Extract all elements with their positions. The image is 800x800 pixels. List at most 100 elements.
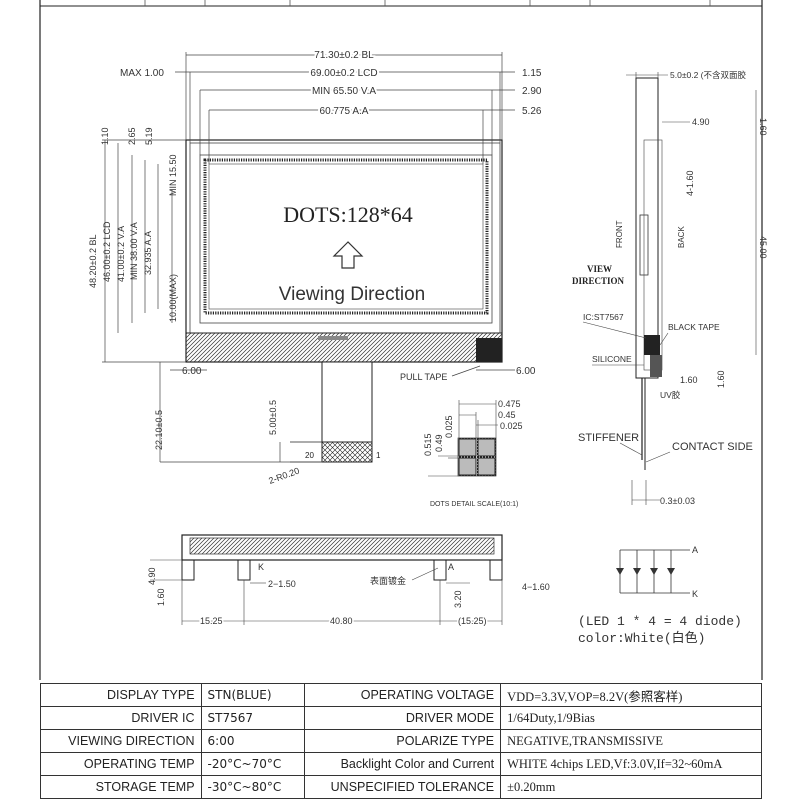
dimension-label: color:White(白色) [578, 630, 705, 646]
dimension-label: MIN 65.50 V.A [312, 86, 376, 97]
dimension-label: CONTACT SIDE [672, 441, 753, 453]
front-view: DOTS:128*64 Viewing Direction [185, 139, 503, 363]
dots-label: DOTS:128*64 [283, 202, 413, 227]
dimension-label: 5.26 [522, 106, 542, 117]
dimension-label: 表面镀金 [370, 575, 406, 586]
dimension-label: 5.19 [144, 127, 154, 145]
dimension-label: A [448, 562, 454, 572]
dimension-label: 0.45 [498, 410, 516, 420]
dimension-label: SILICONE [592, 354, 632, 364]
bottom-view: 4.90 1.60 K 2−1.50 表面镀金 A 3.20 4−1.60 15… [147, 534, 550, 628]
dimension-label: 1.60 [758, 118, 768, 136]
spec-value: VDD=3.3V,VOP=8.2V(参照客样) [500, 683, 762, 707]
led-diode-icon [616, 568, 624, 575]
dimension-label: (15.25) [458, 616, 487, 626]
dimension-label: 32.935 A.A [143, 231, 153, 275]
dimension-label: A [692, 545, 698, 555]
dimension-label: VIEW [587, 264, 612, 274]
spec-value: ST7567 [200, 706, 305, 730]
dimension-label: 0.475 [498, 399, 521, 409]
dimension-label: UV胶 [660, 390, 681, 400]
dimension-label: K [692, 589, 698, 599]
dimension-label: STIFFENER [578, 432, 639, 444]
dimension-label: 46.00±0.2 LCD [102, 221, 112, 282]
dimension-label: 4-1.60 [685, 170, 695, 196]
dimension-label: 0.3±0.03 [660, 496, 695, 506]
dimension-label: 6.00 [182, 366, 202, 377]
spec-key: DRIVER IC [40, 706, 202, 730]
led-diode-icon [667, 568, 675, 575]
dimension-label: 4.90 [692, 117, 710, 127]
dimension-label: 48.20±0.2 BL [88, 235, 98, 288]
dimension-label: 5.00±0.5 [268, 400, 278, 435]
dimension-label: 5.0±0.2 (不含双面胶 [670, 70, 746, 80]
dimension-label: 1.60 [680, 375, 698, 385]
dimension-label: 45.00 [758, 236, 768, 259]
spec-value: 6:00 [200, 729, 305, 753]
spec-value: -30°C~80°C [200, 775, 305, 799]
dimension-label: 0.025 [500, 421, 523, 431]
dimension-label: 69.00±0.2 LCD [310, 68, 377, 79]
spec-value: -20°C~70°C [200, 752, 305, 776]
dots-detail: 0.475 0.45 0.025 0.515 0.49 0.025 DOTS D… [423, 399, 523, 508]
dimension-label: 0.515 [423, 433, 433, 456]
dimension-label: FRONT [615, 220, 624, 248]
dimension-label: 0.49 [434, 434, 444, 452]
dimension-label: 10.00(MAX) [168, 274, 178, 322]
dimension-label: 20 [305, 451, 314, 460]
spec-key: DRIVER MODE [303, 706, 502, 730]
viewing-direction-label: Viewing Direction [279, 284, 425, 305]
dimension-label: 4.90 [147, 567, 157, 585]
dimension-label: IC:ST7567 [583, 312, 624, 322]
spec-key: Backlight Color and Current [303, 752, 502, 776]
dimension-label: 1 [376, 451, 381, 460]
led-diode-icon [633, 568, 641, 575]
side-view: 5.0±0.2 (不含双面胶 4.90 4-1.60 FRONT BACK VI… [572, 70, 768, 506]
fpc-cable: 20 1 2-R0.20 [267, 361, 381, 486]
dimension-label: 60.775 A.A [320, 106, 369, 117]
dimension-label: 41.00±0.2 V.A [116, 226, 126, 282]
led-schematic: A K (LED 1 * 4 = 4 diode) color:White(白色… [578, 545, 742, 646]
spec-key: UNSPECIFIED TOLERANCE [303, 775, 502, 799]
led-diode-icon [650, 568, 658, 575]
dimension-label: 2.90 [522, 86, 542, 97]
dimension-label: MIN 15.50 [168, 154, 178, 196]
spec-key: STORAGE TEMP [40, 775, 202, 799]
spec-key: POLARIZE TYPE [303, 729, 502, 753]
dimension-label: 71.30±0.2 BL [314, 50, 374, 61]
dimension-label: 22.10±0.5 [154, 410, 164, 450]
spec-key: VIEWING DIRECTION [40, 729, 202, 753]
dimension-label: K [258, 562, 264, 572]
spec-value: STN(BLUE) [200, 683, 305, 707]
dimension-label: 6.00 [516, 366, 536, 377]
dimension-label: 4−1.60 [522, 582, 550, 592]
dimension-label: BLACK TAPE [668, 322, 720, 332]
dimension-label: BACK [677, 226, 686, 248]
dimension-label: 2.65 [127, 127, 137, 145]
dimension-label: (LED 1 * 4 = 4 diode) [578, 614, 742, 629]
spec-value: ±0.20mm [500, 775, 762, 799]
dimension-label: MAX 1.00 [120, 68, 164, 79]
dimension-label: 2−1.50 [268, 579, 296, 589]
dimension-label: 1.60 [156, 588, 166, 606]
up-arrow-icon [332, 241, 364, 269]
dimension-label: 40.80 [330, 616, 353, 626]
dimension-label: PULL TAPE [400, 372, 447, 382]
dimension-label: DIRECTION [572, 276, 625, 286]
spec-value: WHITE 4chips LED,Vf:3.0V,If=32~60mA [500, 752, 762, 776]
dimension-label: DOTS DETAIL SCALE(10:1) [430, 501, 518, 508]
spec-key: OPERATING VOLTAGE [303, 683, 502, 707]
dimension-label: 1.10 [100, 127, 110, 145]
dimension-label: 0.025 [444, 415, 454, 438]
dimension-label: 1.15 [522, 68, 542, 79]
dimension-label: 2-R0.20 [267, 466, 301, 486]
spec-value: NEGATIVE,TRANSMISSIVE [500, 729, 762, 753]
spec-key: OPERATING TEMP [40, 752, 202, 776]
spec-value: 1/64Duty,1/9Bias [500, 706, 762, 730]
dimension-label: 1.60 [716, 370, 726, 388]
